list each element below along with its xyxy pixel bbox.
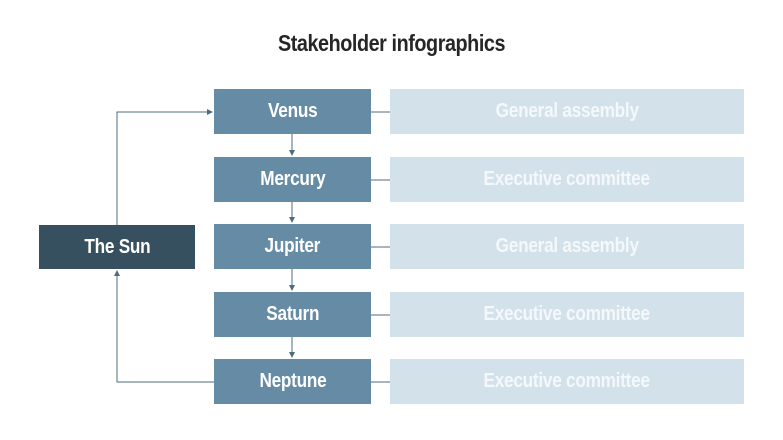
role-label: Executive committee [483, 370, 651, 392]
stakeholder-label: Jupiter [264, 235, 321, 257]
stakeholder-node-venus: Venus [214, 89, 371, 134]
stakeholder-node-jupiter: Jupiter [214, 224, 371, 269]
role-box-mercury: Executive committee [390, 157, 744, 202]
root-node-label: The Sun [83, 235, 151, 258]
stakeholder-node-mercury: Mercury [214, 157, 371, 202]
root-node-the-sun: The Sun [39, 225, 195, 269]
role-box-saturn: Executive committee [390, 292, 744, 337]
role-box-venus: General assembly [390, 89, 744, 134]
stakeholder-label: Neptune [259, 370, 326, 392]
stakeholder-label: Saturn [266, 303, 319, 325]
stakeholder-label: Mercury [259, 168, 326, 190]
role-label: General assembly [495, 235, 639, 257]
stakeholder-node-saturn: Saturn [214, 292, 371, 337]
page-title: Stakeholder infographics [277, 30, 506, 56]
role-label: Executive committee [483, 303, 651, 325]
role-box-jupiter: General assembly [390, 224, 744, 269]
role-label: Executive committee [483, 168, 651, 190]
role-box-neptune: Executive committee [390, 359, 744, 404]
stakeholder-label: Venus [267, 100, 318, 122]
role-label: General assembly [495, 100, 639, 122]
stakeholder-node-neptune: Neptune [214, 359, 371, 404]
